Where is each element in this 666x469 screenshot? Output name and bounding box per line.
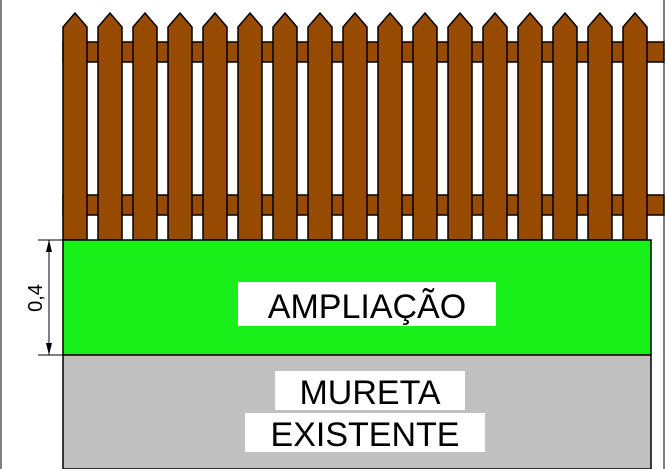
fence-picket [307,11,333,241]
existing-wall-label-box-1 [275,371,465,410]
fence-picket [377,11,403,241]
fence-pickets [62,11,648,241]
height-dimension: 0,4 [25,239,63,356]
fence-picket [132,11,158,241]
amplification-label: AMPLIAÇÃO [268,288,466,326]
dimension-label: 0,4 [25,284,47,312]
dimension-arrow-top [46,240,52,252]
dimension-arrow-bottom [46,343,52,355]
fence-picket [482,11,508,241]
existing-wall-label-box-2 [245,413,485,452]
wooden-fence [62,11,665,241]
fence-picket [342,11,368,241]
fence-picket [97,11,123,241]
fence-picket [272,11,298,241]
fence-picket [447,11,473,241]
fence-picket [622,11,648,241]
amplification-label-box [238,282,496,326]
existing-wall-label-line-1: MURETA [299,374,440,412]
fence-picket [517,11,543,241]
fence-picket [412,11,438,241]
fence-picket [552,11,578,241]
fence-picket [167,11,193,241]
fence-picket [202,11,228,241]
fence-picket [587,11,613,241]
existing-wall-label-line-2: EXISTENTE [271,416,460,454]
fence-picket [62,11,88,241]
fence-picket [237,11,263,241]
